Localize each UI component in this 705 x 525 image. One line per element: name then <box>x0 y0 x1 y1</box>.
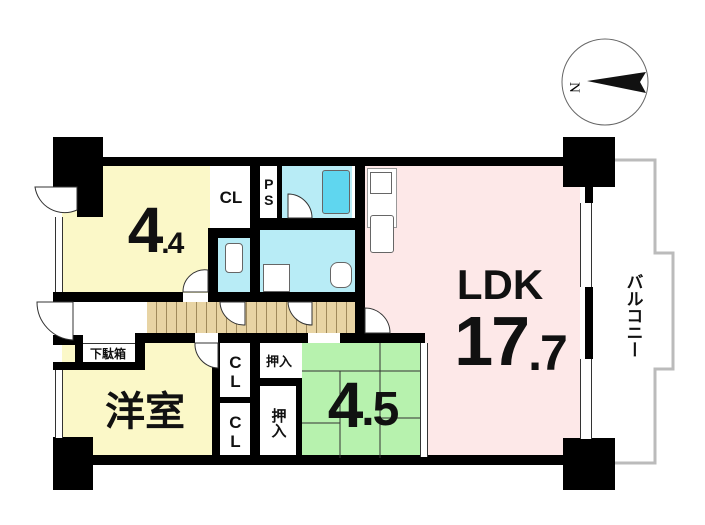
compass-icon: N <box>561 38 649 126</box>
wall <box>75 335 83 365</box>
pipe-space <box>260 167 277 218</box>
window <box>55 370 63 438</box>
wall <box>135 333 195 343</box>
washing-machine-area <box>263 264 290 292</box>
oshiire-2 <box>260 386 296 460</box>
oshiire-2-label: 押入 <box>269 408 287 438</box>
oshiire-1-label: 押入 <box>265 353 292 369</box>
wall <box>260 218 360 230</box>
pipe-space-label: PS <box>260 176 277 208</box>
balcony-label: バルコニー <box>623 272 643 358</box>
wall <box>340 333 425 343</box>
wall <box>585 287 593 359</box>
size-integer: 17 <box>454 301 530 380</box>
wall <box>53 292 183 302</box>
oshiire-1 <box>260 343 300 378</box>
wall <box>208 230 218 294</box>
wall <box>250 343 260 458</box>
pillar <box>53 437 93 490</box>
size-decimal: .7 <box>528 325 568 381</box>
closet-lower-2-label: CL <box>225 413 245 451</box>
sliding-door <box>420 343 428 457</box>
toilet-fixture <box>225 243 243 273</box>
wall <box>135 335 145 365</box>
closet-lower-2 <box>220 402 250 460</box>
wash-basin <box>330 262 352 288</box>
corridor <box>147 302 355 333</box>
japanese-room <box>302 343 422 460</box>
wall <box>77 187 103 217</box>
stove-icon <box>370 172 392 194</box>
ldk-label: LDK <box>456 260 544 308</box>
wall <box>296 378 302 458</box>
wall <box>53 362 145 370</box>
closet-lower-1 <box>220 343 250 398</box>
entrance <box>73 302 147 335</box>
wall <box>218 333 308 343</box>
ldk-size: 17.7 <box>435 301 585 381</box>
size-integer: 4 <box>127 194 164 266</box>
size-decimal: .5 <box>361 383 399 436</box>
compass-north-label: N <box>566 82 582 93</box>
wall <box>208 292 358 302</box>
pillar <box>53 137 103 187</box>
window <box>55 217 63 293</box>
balcony-outline <box>615 158 675 465</box>
wall <box>53 455 573 465</box>
window <box>580 203 592 287</box>
size-integer: 4 <box>327 369 364 441</box>
wall <box>53 335 75 345</box>
wall <box>208 228 260 238</box>
wall <box>355 166 365 336</box>
japanese-room-size: 4.5 <box>305 370 420 440</box>
sink-icon <box>370 215 394 253</box>
wall <box>258 378 302 386</box>
size-decimal: .4 <box>161 227 184 260</box>
wall <box>585 187 593 203</box>
western-room-2-label: 洋室 <box>105 390 185 434</box>
western-room-1-size: 4.4 <box>105 195 205 265</box>
window <box>580 359 592 439</box>
wall <box>212 397 252 403</box>
wall <box>97 157 567 166</box>
closet-upper <box>210 167 250 230</box>
closet-lower-1-label: CL <box>225 353 245 391</box>
shoe-box-label: 下駄箱 <box>89 346 126 361</box>
pillar <box>563 137 615 187</box>
pillar <box>563 438 615 490</box>
closet-upper-label: CL <box>219 187 243 207</box>
tatami-lines <box>302 343 420 458</box>
wall <box>277 166 282 230</box>
bathtub <box>322 170 350 214</box>
